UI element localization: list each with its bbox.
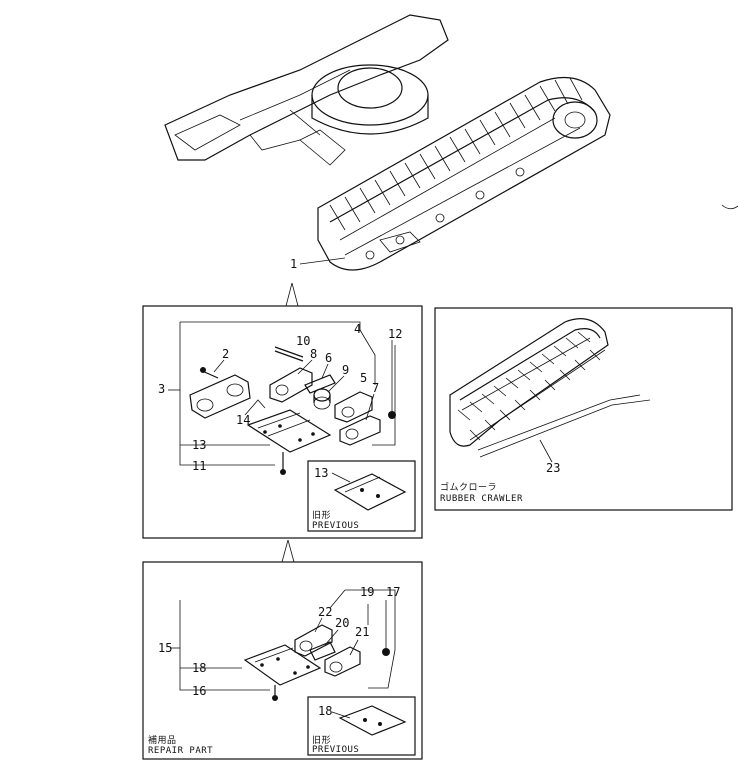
callout-7: 7 — [372, 381, 379, 395]
callout-17: 17 — [386, 585, 400, 599]
callout-4: 4 — [354, 322, 361, 336]
callout-11: 11 — [192, 459, 206, 473]
repair-part-label-en: REPAIR PART — [148, 746, 213, 756]
track-link-box — [142, 305, 423, 539]
callout-19: 19 — [360, 585, 374, 599]
callout-12: 12 — [388, 327, 402, 341]
callout-3: 3 — [158, 382, 165, 396]
previous2-label-jp: 旧形 — [312, 734, 331, 746]
undercarriage-assembly — [164, 14, 611, 271]
callout-9: 9 — [342, 363, 349, 377]
repair-part-box — [142, 561, 423, 760]
rubber-crawler-treads — [457, 331, 601, 441]
callout-18: 18 — [192, 661, 206, 675]
callout-5: 5 — [360, 371, 367, 385]
callout-1: 1 — [290, 257, 297, 271]
previous-shoe-inset-repair: 18 旧形 PREVIOUS — [307, 696, 416, 756]
callout-13b: 13 — [314, 466, 328, 480]
callout-8: 8 — [310, 347, 317, 361]
previous-label-en: PREVIOUS — [312, 521, 359, 531]
callout-18b: 18 — [318, 704, 332, 718]
repair-part-label-jp: 補用品 — [148, 734, 177, 746]
rubber-crawler-label-en: RUBBER CRAWLER — [440, 494, 523, 504]
callout-10: 10 — [296, 334, 310, 348]
callout-15: 15 — [158, 641, 172, 655]
callout-14: 14 — [236, 413, 250, 427]
callout-20: 20 — [335, 616, 349, 630]
callout-22: 22 — [318, 605, 332, 619]
callout-2: 2 — [222, 347, 229, 361]
previous2-label-en: PREVIOUS — [312, 745, 359, 755]
callout-13: 13 — [192, 438, 206, 452]
rubber-crawler-label-jp: ゴムクローラ — [440, 481, 497, 493]
callout-16: 16 — [192, 684, 206, 698]
previous-label-jp: 旧形 — [312, 509, 331, 521]
previous-shoe-inset: 13 旧形 PREVIOUS — [307, 460, 416, 532]
callout-21: 21 — [355, 625, 369, 639]
edge-mark — [721, 204, 739, 210]
track-grousers — [329, 77, 583, 231]
callout-6: 6 — [325, 351, 332, 365]
callout-23: 23 — [546, 461, 560, 475]
rubber-crawler-box: 23 ゴムクローラ RUBBER CRAWLER — [434, 307, 733, 511]
